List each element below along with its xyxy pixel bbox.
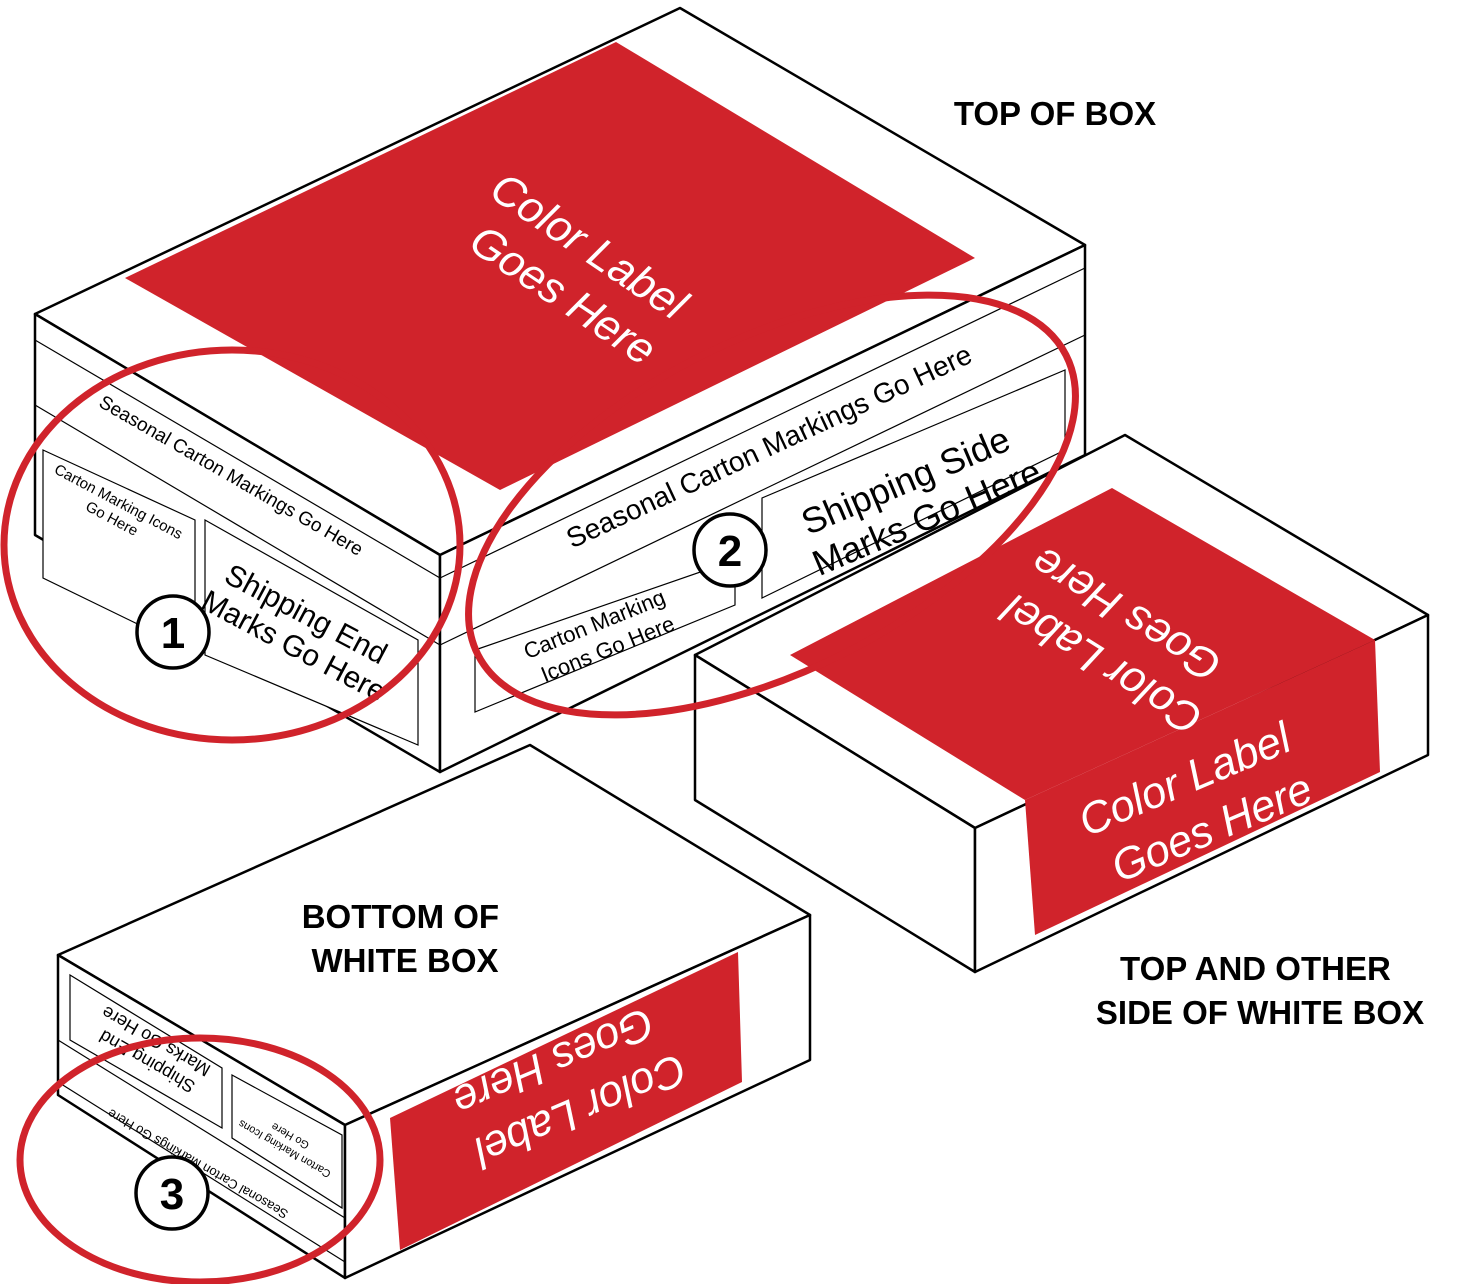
panel-marking-icons-bottom [231, 1073, 343, 1210]
svg-text:2: 2 [718, 527, 742, 576]
color-label-b-side [1025, 640, 1380, 935]
color-label-bottom [390, 952, 742, 1250]
panel-shipping-end [204, 518, 419, 746]
callout-badge-2: 2 [692, 512, 768, 588]
callout-ring-1 [0, 346, 464, 744]
color-label-top [125, 42, 975, 490]
caption-bottom-of-white-box: BOTTOM OF WHITE BOX [302, 898, 509, 979]
callout-badge-3: 3 [134, 1155, 210, 1231]
panel-marking-icons-side [474, 559, 736, 713]
caption-top-and-other-side: TOP AND OTHER SIDE OF WHITE BOX [1096, 950, 1424, 1031]
callout-ring-3 [16, 1034, 384, 1284]
callout-badge-1: 1 [135, 594, 211, 670]
callout-ring-2 [465, 291, 1079, 719]
color-label-b-top [790, 488, 1375, 800]
caption-top-of-box: TOP OF BOX [954, 95, 1156, 132]
box-bottom-view: Color Label Goes Here Shipping End Marks… [56, 743, 812, 1280]
svg-text:3: 3 [160, 1170, 184, 1219]
svg-text:1: 1 [161, 609, 185, 658]
